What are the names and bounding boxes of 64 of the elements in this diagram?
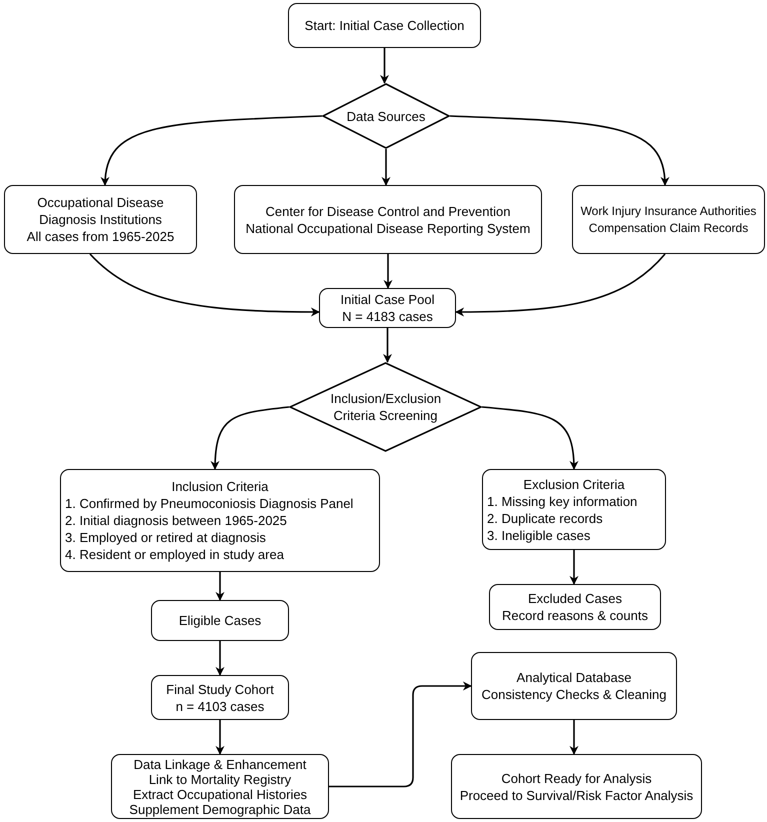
decision-diamond <box>322 83 450 149</box>
arrow <box>216 572 224 601</box>
process-box <box>482 469 666 550</box>
node-text: Work Injury Insurance Authorities <box>580 202 756 220</box>
node-text: Start: Initial Case Collection <box>304 17 464 34</box>
arrow <box>380 48 389 84</box>
process-box <box>151 600 289 641</box>
node-text: Initial Case Pool <box>340 291 434 308</box>
node-text: Consistency Checks & Cleaning <box>482 686 666 703</box>
arrow <box>382 149 390 186</box>
process-box <box>451 754 702 819</box>
node-text: N = 4183 cases <box>342 308 433 325</box>
node-text: 1. Missing key information <box>487 492 638 510</box>
node-text: Proceed to Survival/Risk Factor Analysis <box>460 786 694 804</box>
node-text: Record reasons & counts <box>502 607 648 624</box>
node-text: 2. Duplicate records <box>487 510 603 526</box>
process-box <box>60 469 380 572</box>
node-text: Analytical Database <box>516 669 632 686</box>
node-text: 3. Ineligible cases <box>487 526 590 544</box>
arrow <box>383 328 392 363</box>
node-text: Eligible Cases <box>178 612 262 629</box>
box-heading: Exclusion Criteria <box>523 476 625 492</box>
node-text: All cases from 1965-2025 <box>26 228 174 245</box>
process-box <box>572 185 765 254</box>
node-text: Link to Mortality Registry <box>148 772 292 786</box>
arrow <box>89 253 320 316</box>
decision-diamond <box>289 362 482 452</box>
process-box <box>471 652 677 720</box>
process-box <box>489 584 661 630</box>
node-text: National Occupational Disease Reporting System <box>246 220 530 236</box>
node-text: Data Sources <box>346 108 426 124</box>
arrow <box>216 641 224 676</box>
node-text: Cohort Ready for Analysis <box>501 770 652 786</box>
node-text: n = 4103 cases <box>176 698 264 714</box>
arrow <box>210 406 290 470</box>
arrow <box>329 682 472 788</box>
node-text: 4. Resident or employed in study area <box>65 546 284 563</box>
node-text: Compensation Claim Records <box>588 220 748 236</box>
node-text: Inclusion/Exclusion Criteria Screening <box>330 390 440 424</box>
arrow <box>450 115 669 186</box>
process-box <box>234 185 542 254</box>
process-box <box>111 754 329 819</box>
arrow <box>101 115 322 186</box>
node-text: 1. Confirmed by Pneumoconiosis Diagnosis Panel <box>65 495 354 512</box>
node-text: Occupational Disease Diagnosis Institutions <box>36 194 165 228</box>
node-text: Extract Occupational Histories <box>132 786 308 802</box>
node-text: Data Linkage & Enhancement <box>134 756 306 772</box>
process-box <box>4 185 197 254</box>
node-text: 2. Initial diagnosis between 1965-2025 <box>65 512 287 529</box>
arrow <box>570 720 578 755</box>
node-text: Excluded Cases <box>528 590 622 607</box>
node-text: Center for Disease Control and Prevention <box>266 202 510 220</box>
process-box <box>288 3 481 48</box>
arrow <box>455 253 666 316</box>
node-text: Supplement Demographic Data <box>129 802 311 816</box>
arrow <box>216 720 224 755</box>
arrow <box>384 254 392 289</box>
process-box <box>319 288 456 328</box>
arrow <box>482 406 578 470</box>
node-text: 3. Employed or retired at diagnosis <box>65 529 266 546</box>
arrow <box>570 550 578 585</box>
process-box <box>151 675 289 720</box>
node-text: Final Study Cohort <box>166 680 274 698</box>
box-heading: Inclusion Criteria <box>172 478 268 495</box>
